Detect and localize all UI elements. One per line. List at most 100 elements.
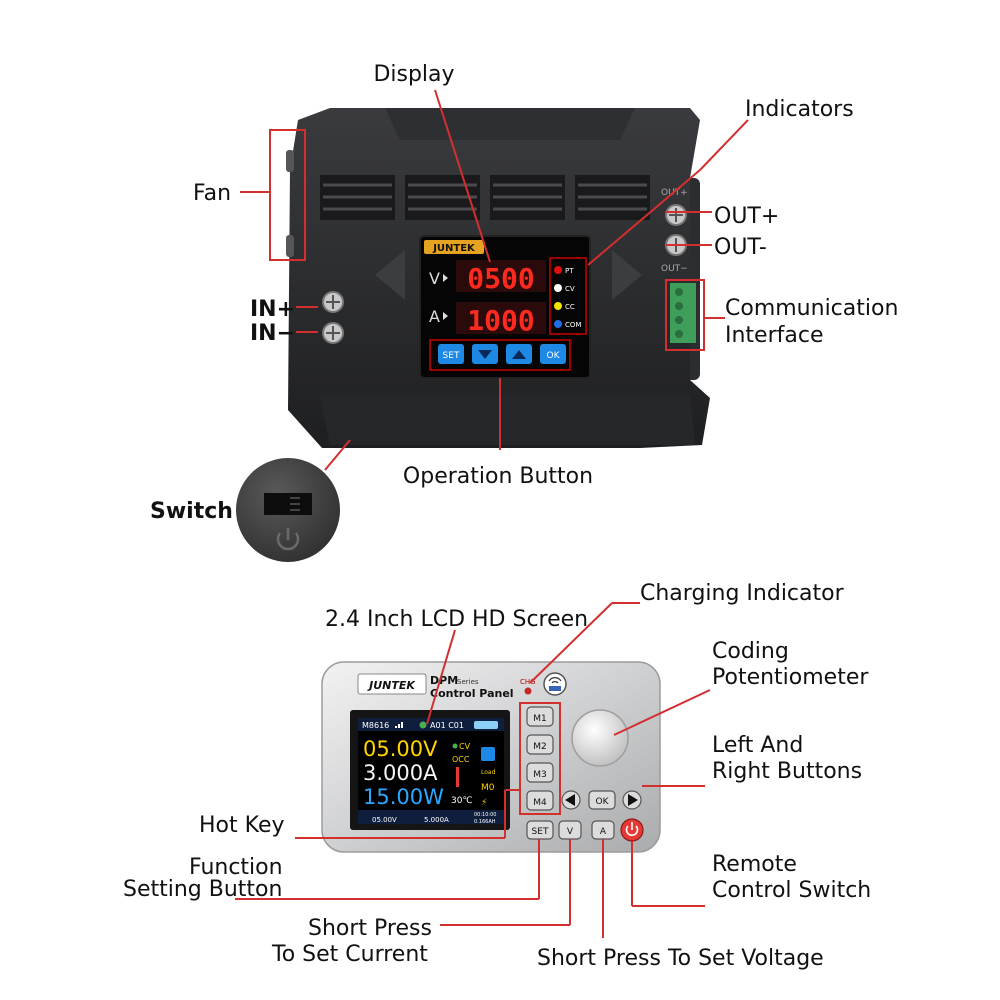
right-arrow-icon [628,794,638,806]
wireless-icon [543,672,567,696]
voltage-value: 0500 [467,262,534,295]
label-function: Function [189,855,283,880]
svg-text:A: A [600,827,607,837]
indicator-label-cc: CC [565,303,575,311]
lcd-bottom-bar [358,810,504,824]
label-display: Display [373,62,454,87]
lcd-status-bar [358,718,504,731]
label-interface: Interface [725,323,824,348]
svg-text:M2: M2 [533,742,547,752]
left-button[interactable] [561,790,581,810]
down-arrow-icon [478,350,492,359]
power-symbol-icon [276,528,300,551]
lcd-load: Load [481,769,496,776]
lcd-group: A01 C01 [430,721,464,730]
up-button[interactable] [506,344,532,364]
fan-bump [286,150,294,172]
ok-button[interactable]: OK [540,344,566,364]
thermometer-icon [456,767,459,787]
svg-text:SET: SET [532,827,549,837]
current-window [456,302,546,334]
lcd-time: 00:10:00 [474,812,496,818]
lcd-screen[interactable] [358,718,504,824]
svg-text:OK: OK [596,797,610,807]
label-out-minus: OUT- [714,235,767,260]
lcd-occ: OCC [452,755,470,764]
set-button[interactable]: SET [438,344,464,364]
a-label: A [429,307,440,326]
chg-label: CHG [520,678,536,686]
a-key[interactable]: A [591,820,615,840]
hot-key-m2[interactable]: M2 [526,734,554,755]
brand-plate [424,240,484,254]
signal-icon [395,722,403,728]
label-hot-key: Hot Key [199,813,285,838]
rocker-switch[interactable] [264,493,312,515]
voltage-window [456,260,546,292]
panel-brand: JUNTEK [367,679,416,692]
top-device: OUT+ OUT− JUNTEK V A 0500 1000 PTCVCCCOM… [286,108,710,448]
indicator-label-cv: CV [565,285,575,293]
lcd-mem: M0 [481,783,495,793]
set-key[interactable]: SET [526,820,554,840]
hot-key-m3[interactable]: M3 [526,762,554,783]
down-button[interactable] [472,344,498,364]
v-label: V [429,269,440,288]
communication-connector [670,283,696,343]
label-in-minus: IN− [250,321,295,346]
indicator-led-cc [554,302,562,310]
a-arrow-icon [443,312,448,320]
label-indicators: Indicators [745,97,854,122]
top-callout-lines [240,89,749,471]
lcd-current: 3.000A [363,761,438,785]
hot-key-m4[interactable]: M4 [526,790,554,811]
body-left-arrow [375,250,405,300]
out-minus-mark: OUT− [661,264,688,274]
right-button[interactable] [622,790,642,810]
lcd-temp: 30℃ [451,796,473,806]
svg-text:OK: OK [547,351,561,361]
power-icon [625,825,639,837]
body-right-arrow [612,250,642,300]
control-panel: JUNTEK DPM Series Control Panel CHG M861… [321,661,661,853]
label-in-plus: IN+ [250,297,295,322]
lcd-capacity: 0.166AH [474,819,496,825]
label-left-and: Left And [712,733,803,758]
coding-potentiometer-knob[interactable] [571,709,629,767]
remote-power-button[interactable] [620,818,644,842]
charging-led [524,687,532,695]
lcd-model: M8616 [362,721,389,730]
label-switch: Switch [150,499,233,524]
lcd-cv: CV [459,742,471,751]
indicator-led-pt [554,266,562,274]
left-arrow-icon [565,794,575,806]
v-arrow-icon [443,274,448,282]
panel-series-suffix: Series [457,678,479,686]
label-set-voltage: Short Press To Set Voltage [537,946,824,971]
label-remote: Remote [712,852,797,877]
svg-text:M1: M1 [533,714,547,724]
panel-series-name: DPM [430,674,458,687]
hot-key-m1[interactable]: M1 [526,706,554,727]
lcd-power: 15.00W [363,785,444,809]
svg-text:M4: M4 [533,798,547,808]
svg-text:SET: SET [443,351,460,361]
v-key[interactable]: V [558,820,582,840]
label-lcd-screen: 2.4 Inch LCD HD Screen [325,607,588,632]
bottom-callout-lines [235,602,711,938]
status-dot [419,721,427,729]
label-right-buttons: Right Buttons [712,759,862,784]
label-out-plus: OUT+ [714,204,779,229]
top-ridge [385,108,635,140]
indicator-label-pt: PT [565,267,574,275]
label-fan: Fan [193,181,231,206]
ok-key[interactable]: OK [588,790,616,810]
up-arrow-icon [512,350,526,359]
label-communication: Communication [725,296,898,321]
operation-button-box [429,339,571,371]
bottom-plate [320,395,695,445]
indicator-box [549,257,587,335]
indicator-label-com: COM [565,321,581,329]
indicator-led-com [554,320,562,328]
